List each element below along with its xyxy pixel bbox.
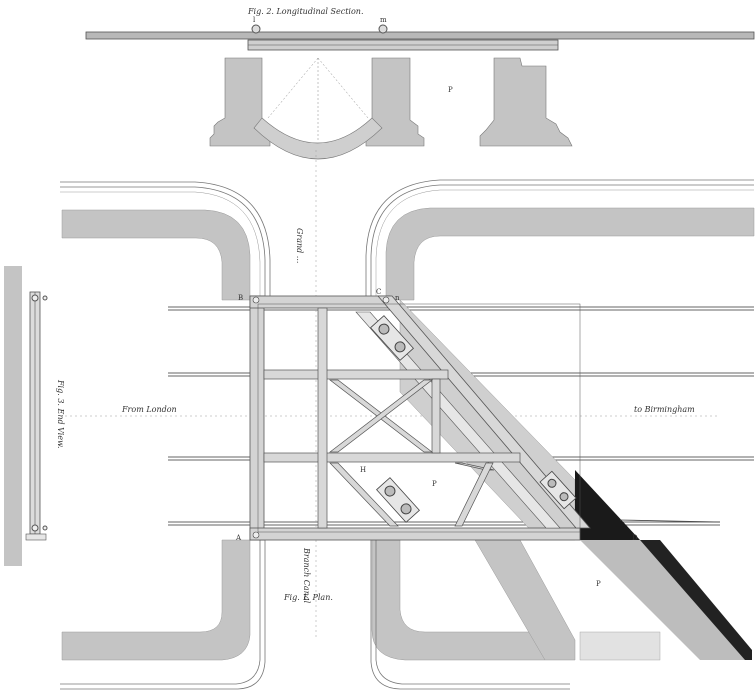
towpath-bottom-right (375, 540, 570, 685)
canal-bank-top-left (61, 209, 251, 301)
letter-l: l (253, 16, 256, 24)
section-right-pier (479, 57, 573, 147)
letter-D: D (632, 534, 638, 542)
truck-right (539, 470, 577, 510)
letter-A: A (235, 534, 242, 542)
letter-P-section: P (448, 86, 453, 94)
label-branch-canal: Branch Canal (302, 547, 311, 604)
bridge-frame-top (249, 295, 391, 309)
fig2-longitudinal-section: Fig. 2. Longitudinal Section. l m P (85, 7, 755, 160)
end-view-masonry (4, 266, 22, 566)
section-rail (85, 31, 755, 40)
towpath-top-left (60, 181, 271, 300)
towpath-top-right (365, 179, 754, 300)
letter-B: B (238, 294, 243, 302)
fig3-caption: Fig. 3. End View. (56, 379, 65, 449)
letter-C: C (376, 288, 381, 296)
shaded-embankment (580, 540, 750, 660)
section-left-pier (209, 57, 271, 147)
towpath-bottom-left (60, 540, 261, 685)
stringers (317, 307, 441, 529)
label-grand-canal: Grand ... (295, 228, 304, 263)
bridge-frame-bottom (249, 527, 581, 541)
truck-upper (370, 315, 414, 361)
truck-lower (376, 477, 420, 523)
canal-bank-bottom-left (61, 539, 251, 661)
letter-n: n (395, 294, 400, 302)
cross-girders (263, 369, 521, 463)
canal-bank-top-right (385, 207, 755, 301)
label-from-london: From London (121, 405, 177, 414)
section-wheel-m (378, 24, 388, 34)
x-bracing (328, 379, 495, 527)
fig1-caption: Fig. 1. Plan. (283, 593, 333, 602)
fig1-plan: From London to Birmingham Grand ... Bran… (60, 150, 755, 690)
section-arch (253, 117, 383, 160)
letter-H: H (360, 466, 366, 474)
shaded-pier-dark (575, 470, 640, 540)
letter-P-plan: P (432, 480, 437, 488)
bridge-frame-outer (249, 295, 265, 541)
fig3-end-view: Fig. 3. End View. (4, 266, 65, 566)
diagonal-girder (377, 295, 591, 529)
letter-P-embankment: P (596, 580, 601, 588)
label-to-birmingham: to Birmingham (634, 405, 695, 414)
letter-m: m (380, 16, 387, 24)
section-wheel-l (251, 24, 261, 34)
fig2-caption: Fig. 2. Longitudinal Section. (247, 7, 364, 16)
